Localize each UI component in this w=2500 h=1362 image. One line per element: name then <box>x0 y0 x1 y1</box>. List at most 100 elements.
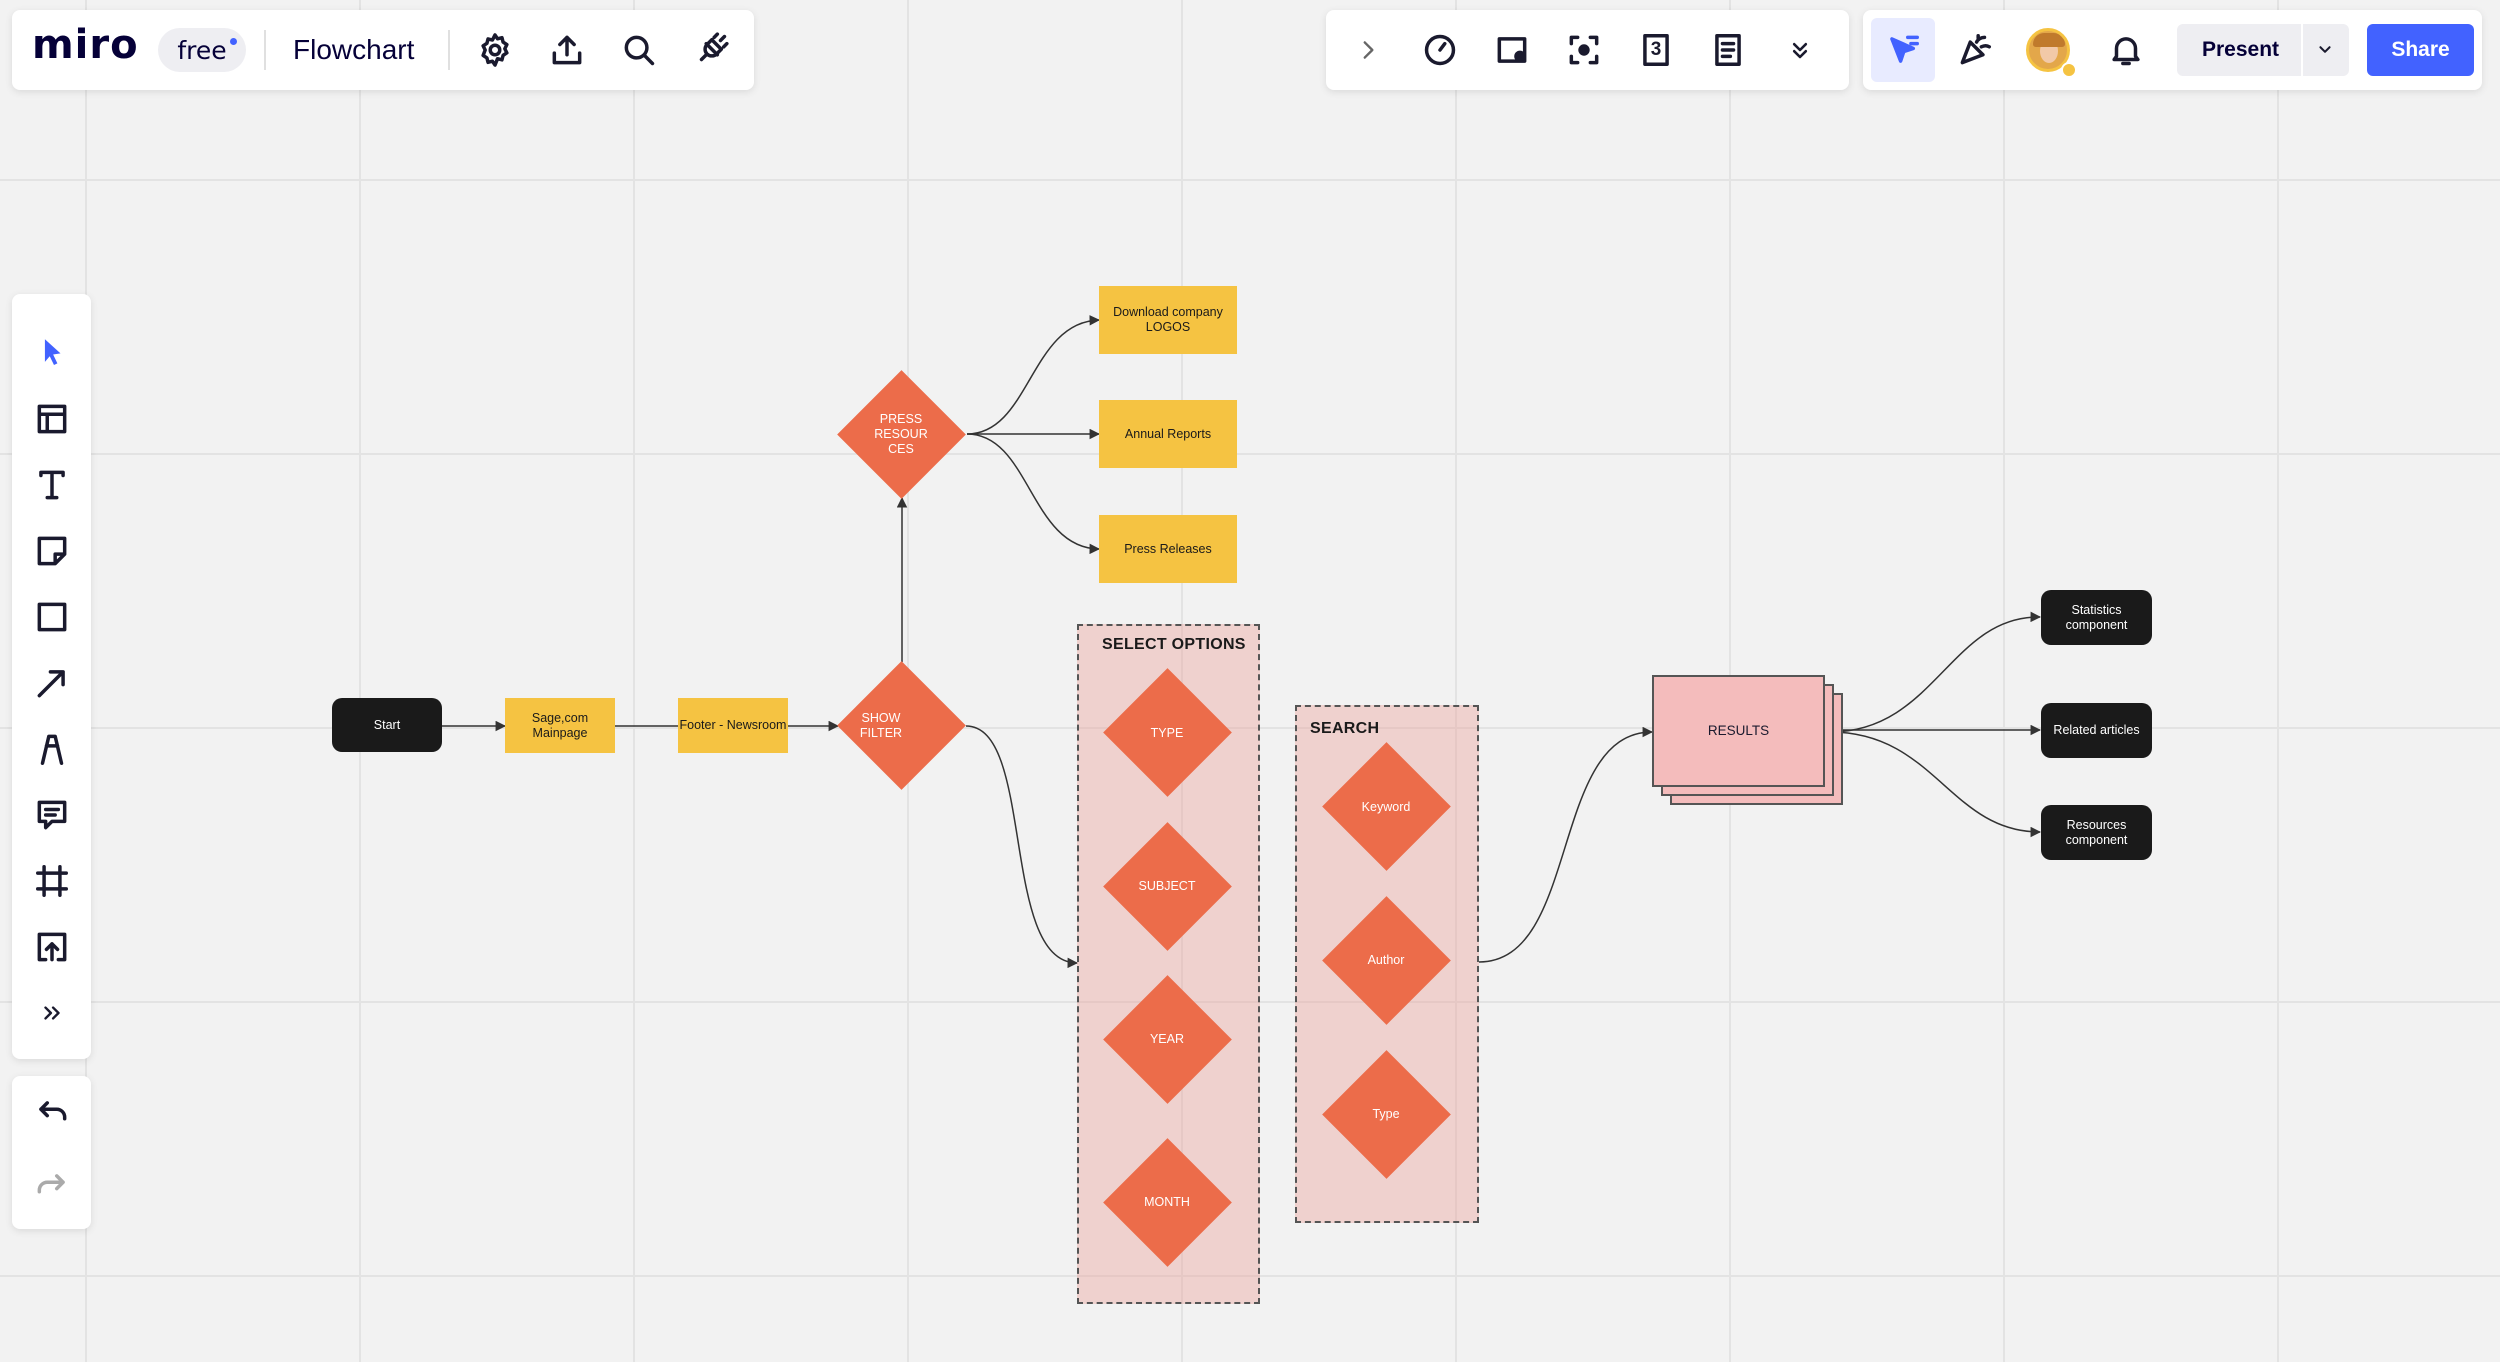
miro-logo[interactable]: miro <box>32 22 139 68</box>
sticky-note-icon <box>33 532 71 570</box>
timer-icon <box>1421 31 1459 69</box>
shape-icon <box>33 598 71 636</box>
search-icon <box>620 31 658 69</box>
footer-newsroom-node[interactable]: Footer - Newsroom <box>678 698 788 753</box>
search-button[interactable] <box>611 22 667 78</box>
pen-icon <box>33 730 71 768</box>
connector-filter-select <box>966 726 1077 963</box>
comment-icon <box>33 796 71 834</box>
start-node[interactable]: Start <box>332 698 442 752</box>
more-tools-button[interactable] <box>1772 22 1828 78</box>
celebrate-button[interactable] <box>1947 22 2003 78</box>
present-label: Present <box>2202 38 2279 62</box>
plan-badge-dot <box>230 38 237 45</box>
frame-icon <box>33 862 71 900</box>
select-icon <box>35 335 69 369</box>
timer-button[interactable] <box>1412 22 1468 78</box>
notifications-button[interactable] <box>2098 22 2154 78</box>
text-icon <box>33 466 71 504</box>
settings-icon <box>476 31 514 69</box>
toolbar-divider <box>264 30 266 70</box>
card-icon <box>1493 31 1531 69</box>
connector-search-results <box>1479 732 1652 962</box>
chevron-right-icon <box>1355 37 1381 63</box>
more-tools-sidebar-button[interactable] <box>24 985 80 1041</box>
plan-badge[interactable]: free <box>158 28 246 72</box>
more-chevrons-icon <box>1786 36 1814 64</box>
arrow-tool[interactable] <box>24 655 80 711</box>
resources-component-node[interactable]: Resources component <box>2041 805 2152 860</box>
counter-button[interactable]: 3 <box>1628 22 1684 78</box>
settings-button[interactable] <box>467 22 523 78</box>
upload-tool[interactable] <box>24 919 80 975</box>
focus-button[interactable] <box>1556 22 1612 78</box>
bell-icon <box>2107 31 2145 69</box>
search-title: SEARCH <box>1310 720 1379 738</box>
focus-icon <box>1565 31 1603 69</box>
sticky-note-tool[interactable] <box>24 523 80 579</box>
redo-button[interactable] <box>24 1159 80 1215</box>
share-button[interactable]: Share <box>2367 24 2474 76</box>
shape-tool[interactable] <box>24 589 80 645</box>
results-node[interactable]: RESULTS <box>1652 675 1825 787</box>
present-button[interactable]: Present <box>2177 24 2349 76</box>
templates-icon <box>33 400 71 438</box>
pen-tool[interactable] <box>24 721 80 777</box>
text-tool[interactable] <box>24 457 80 513</box>
select-options-title: SELECT OPTIONS <box>1102 636 1246 654</box>
export-button[interactable] <box>539 22 595 78</box>
collapse-toolbar-button[interactable] <box>1340 22 1396 78</box>
integrations-button[interactable] <box>683 22 739 78</box>
plan-badge-label: free <box>177 36 226 65</box>
counter-value: 3 <box>1651 39 1662 61</box>
upload-icon <box>548 31 586 69</box>
left-toolbar <box>12 294 91 1059</box>
undo-icon <box>33 1095 71 1133</box>
templates-tool[interactable] <box>24 391 80 447</box>
party-icon <box>1956 31 1994 69</box>
keyword-label: Keyword <box>1326 777 1446 837</box>
undo-button[interactable] <box>24 1086 80 1142</box>
top-center-toolbar: 3 <box>1326 10 1849 90</box>
present-divider <box>2301 24 2303 76</box>
comment-tool[interactable] <box>24 787 80 843</box>
toolbar-divider <box>448 30 450 70</box>
statistics-component-node[interactable]: Statistics component <box>2041 590 2152 645</box>
search-type-label: Type <box>1326 1084 1446 1144</box>
frame-tool[interactable] <box>24 853 80 909</box>
connector-press-logos <box>967 320 1099 434</box>
show-filter-label: SHOW FILTER <box>841 696 921 756</box>
more-tools-icon <box>39 1000 65 1026</box>
select-tool[interactable] <box>24 324 80 380</box>
board-title[interactable]: Flowchart <box>293 34 414 66</box>
related-articles-node[interactable]: Related articles <box>2041 703 2152 758</box>
top-left-toolbar: miro free Flowchart <box>12 10 754 90</box>
redo-icon <box>33 1168 71 1206</box>
month-label: MONTH <box>1107 1172 1227 1232</box>
press-releases-node[interactable]: Press Releases <box>1099 515 1237 583</box>
arrow-icon <box>33 664 71 702</box>
plug-icon <box>692 31 730 69</box>
connector-press-releases <box>967 434 1099 549</box>
download-logos-node[interactable]: Download company LOGOS <box>1099 286 1237 354</box>
sage-mainpage-node[interactable]: Sage,com Mainpage <box>505 698 615 753</box>
top-right-toolbar: Present Share <box>1863 10 2482 90</box>
notes-icon <box>1709 31 1747 69</box>
share-label: Share <box>2391 38 2449 62</box>
press-resources-label: PRESS RESOUR CES <box>866 404 936 464</box>
year-label: YEAR <box>1107 1009 1227 1069</box>
notes-button[interactable] <box>1700 22 1756 78</box>
chevron-down-icon[interactable] <box>2314 39 2336 61</box>
upload-icon <box>33 928 71 966</box>
annual-reports-node[interactable]: Annual Reports <box>1099 400 1237 468</box>
cursor-reactions-button[interactable] <box>1871 18 1935 82</box>
type-label: TYPE <box>1107 703 1227 763</box>
cursor-icon <box>1884 31 1922 69</box>
subject-label: SUBJECT <box>1107 856 1227 916</box>
author-label: Author <box>1326 930 1446 990</box>
avatar-hair <box>2033 33 2065 47</box>
card-button[interactable] <box>1484 22 1540 78</box>
connector-results-resources <box>1830 732 2040 832</box>
history-toolbar <box>12 1076 91 1229</box>
